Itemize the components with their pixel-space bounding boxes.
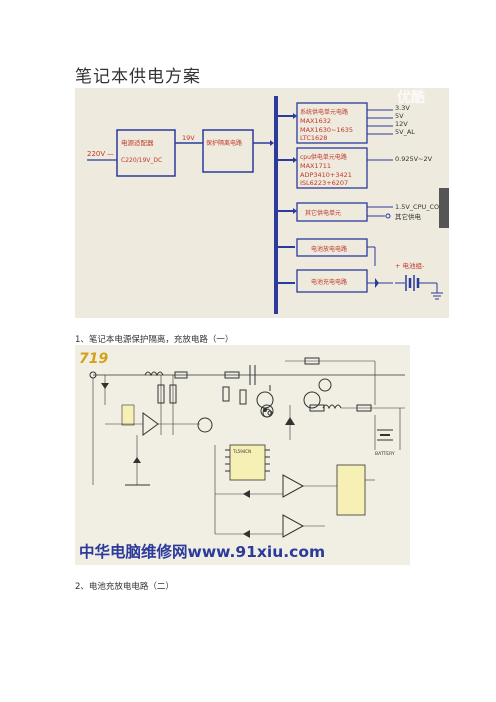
chip-label: TL594CN xyxy=(232,449,251,454)
adapter-block xyxy=(116,129,176,177)
block1-chip-3: LTC1628 xyxy=(300,134,327,142)
block2-chip-3: ISL6223+6207 xyxy=(300,179,348,187)
block1-out-3: 12V xyxy=(395,120,408,128)
input-dash: — xyxy=(107,150,114,158)
block1-out-4: 5V_AL xyxy=(395,128,415,136)
schematic-logo: 719 xyxy=(79,351,108,367)
block3-title: 其它供电单元 xyxy=(305,209,341,217)
block1-out-2: 5V xyxy=(395,112,404,120)
main-bus xyxy=(274,96,278,314)
schematic-watermark: 中华电脑维修网www.91xiu.com xyxy=(79,542,325,561)
block3-out-1: 1.5V_CPU_CO xyxy=(395,203,439,211)
adapter-spec: C220/19V_DC xyxy=(121,157,162,164)
block2-chip-2: ADP3410+3421 xyxy=(300,171,352,179)
block2-title: cpu供电单元电路 xyxy=(300,153,347,161)
battery-label: BATTERY xyxy=(375,451,395,457)
figure2-caption: 2、电池充放电电路（二） xyxy=(75,582,174,592)
block2-output: 0.925V~2V xyxy=(395,155,433,163)
diagram-watermark: 优酷 xyxy=(397,89,425,106)
block1-title: 系统供电单元电路 xyxy=(300,108,348,116)
protection-label: 保护隔离电路 xyxy=(206,139,242,147)
controller-ic xyxy=(336,464,366,516)
block3-out-2: 其它供电 xyxy=(395,212,422,221)
block1-chip-2: MAX1630~1635 xyxy=(300,126,353,134)
battery-label: + 电池组- xyxy=(395,261,425,270)
figure1-caption: 1、笔记本电源保护隔离，充放电路（一） xyxy=(75,335,234,345)
other-supply-block xyxy=(296,202,368,222)
cpu-supply-block xyxy=(296,147,368,189)
bus-voltage: 19V xyxy=(182,134,195,142)
charge-circuit-schematic: 719 xyxy=(75,345,410,565)
protection-block xyxy=(202,129,254,173)
charge-block xyxy=(296,269,368,293)
block4-title: 电池放电电路 xyxy=(311,245,347,253)
side-tab xyxy=(439,188,449,228)
page-title: 笔记本供电方案 xyxy=(75,67,201,87)
input-voltage: 220V xyxy=(87,150,105,158)
power-block-diagram: 优酷 220V — 电源适配器 C220/19V_DC 19V 保护隔离电路 系… xyxy=(75,88,449,318)
adapter-label: 电源适配器 xyxy=(121,138,154,147)
block5-title: 电池充电电路 xyxy=(311,278,347,286)
system-supply-block xyxy=(296,102,368,144)
block2-chip-1: MAX1711 xyxy=(300,162,331,170)
block1-chip-1: MAX1632 xyxy=(300,117,331,125)
block1-out-1: 3.3V xyxy=(395,104,410,112)
pwm-chip xyxy=(229,444,266,481)
